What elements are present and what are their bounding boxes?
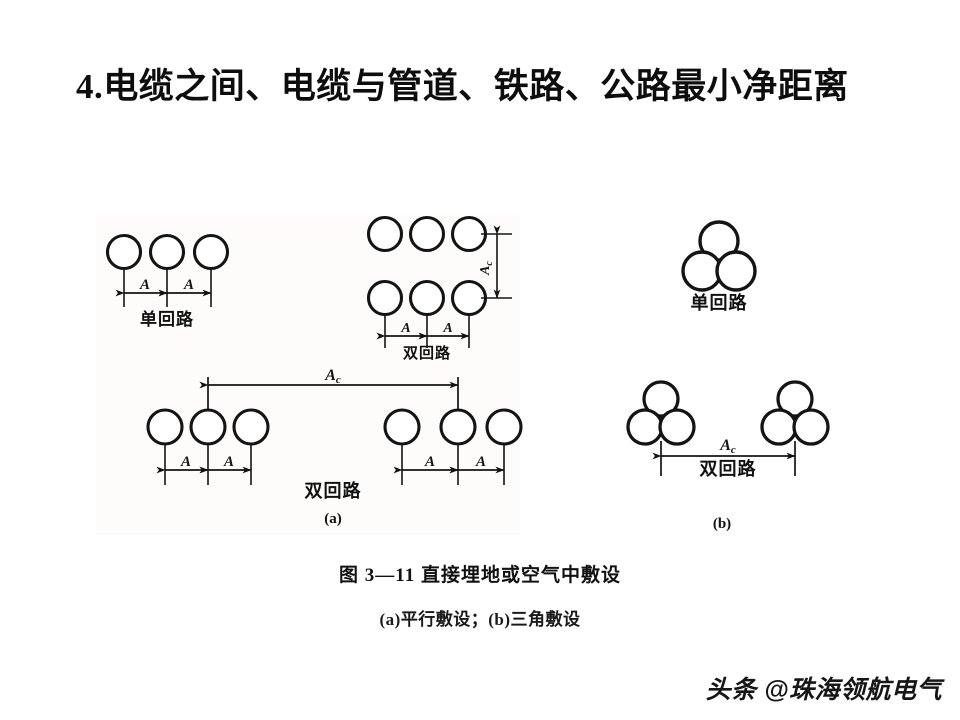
cable-circle	[148, 233, 186, 271]
dimension-label-Ac: Ac	[324, 367, 341, 386]
dimension-extension-lines-right	[401, 444, 505, 485]
cable-circle	[146, 408, 184, 446]
diagram-caption-double-circuit: 双回路	[305, 480, 362, 501]
watermark-text: 头条 @珠海领航电气	[705, 676, 942, 704]
diagram-flat-double-circuit-stacked: Ac A A 双回路	[366, 215, 512, 362]
dimension-label-A: A	[183, 277, 194, 293]
cable-circle-group-left	[146, 408, 270, 446]
dimension-label-Ac: Ac	[478, 261, 495, 276]
cable-circle	[439, 408, 477, 446]
diagram-caption-single-circuit: 单回路	[140, 309, 194, 329]
dimension-extension-lines	[384, 314, 470, 348]
cable-circle	[450, 279, 488, 317]
cable-circle	[715, 250, 757, 292]
cable-circle	[681, 250, 723, 292]
cable-circle	[366, 279, 404, 317]
cable-circle	[776, 380, 814, 418]
diagram-flat-single-circuit: A A 单回路	[105, 233, 230, 329]
figure-caption-sub: (a)平行敷设；(b)三角敷设	[379, 610, 581, 629]
cable-circle	[450, 215, 488, 253]
page-title: 4.电缆之间、电缆与管道、铁路、公路最小净距离	[76, 67, 849, 106]
panel-label-b: (b)	[713, 516, 731, 532]
cable-circle	[760, 408, 798, 446]
figure-caption-main: 图 3—11 直接埋地或空气中敷设	[339, 565, 621, 586]
cable-circle-group	[105, 233, 230, 271]
cable-circle	[626, 408, 664, 446]
trefoil-group-left	[626, 380, 696, 446]
cable-circle	[642, 380, 680, 418]
diagram-trefoil-double-circuit: Ac 双回路 (b)	[626, 380, 830, 532]
cable-circle	[366, 215, 404, 253]
cable-circle	[408, 279, 446, 317]
dimension-label-A: A	[475, 454, 486, 470]
cable-circle-group-bottom	[366, 279, 488, 317]
cable-circle	[192, 233, 230, 271]
cable-circle-group-right	[383, 408, 523, 446]
dimension-label-A: A	[442, 321, 452, 336]
diagram-trefoil-single-circuit: 单回路	[681, 220, 757, 313]
dimension-label-A: A	[180, 454, 191, 470]
dimension-label-A: A	[223, 454, 234, 470]
cable-circle	[792, 408, 830, 446]
cable-circle	[189, 408, 227, 446]
diagram-caption-double-circuit: 双回路	[403, 344, 451, 362]
dimension-label-A: A	[139, 277, 150, 293]
dimension-line-Ac-vertical	[481, 225, 512, 299]
diagram-caption-double-circuit: 双回路	[700, 458, 757, 479]
dimension-extension-lines-left	[164, 444, 252, 485]
cable-circle	[485, 408, 523, 446]
dimension-line-Ac-horizontal	[199, 377, 459, 412]
dimension-label-A: A	[400, 321, 410, 336]
trefoil-group-right	[760, 380, 830, 446]
cable-circle	[383, 408, 421, 446]
dimension-extension-lines	[123, 268, 212, 307]
cable-circle	[232, 408, 270, 446]
cable-circle-group-top	[366, 215, 488, 253]
cable-circle	[408, 215, 446, 253]
dimension-label-Ac: Ac	[719, 437, 736, 456]
diagram-flat-double-circuit-side-by-side: Ac A A	[146, 367, 523, 527]
cable-circle	[658, 408, 696, 446]
diagram-caption-single-circuit: 单回路	[691, 292, 748, 313]
dimension-label-A: A	[424, 454, 435, 470]
panel-label-a: (a)	[324, 511, 342, 527]
cable-circle	[105, 233, 143, 271]
